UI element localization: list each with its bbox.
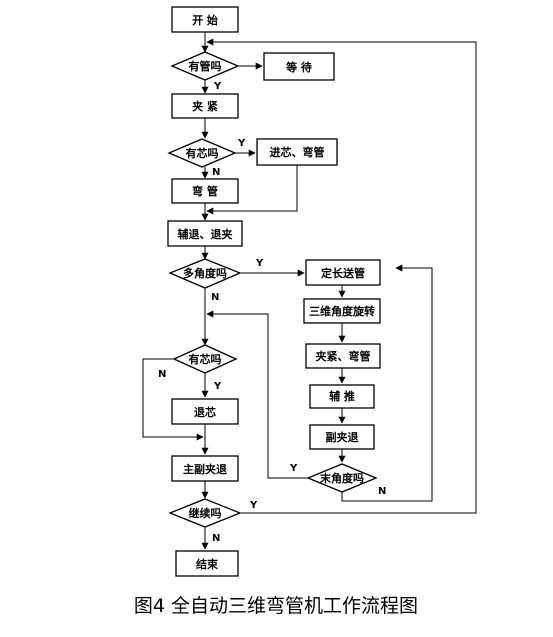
node-fixed-feed: 定长送管 (305, 259, 381, 286)
label-has-pipe-yes: Y (213, 81, 222, 92)
label-last-angle-yes: Y (289, 463, 298, 474)
decision-last-angle-label: 末角度吗 (319, 471, 364, 485)
figure-caption: 图4 全自动三维弯管机工作流程图 (134, 595, 418, 617)
label-multi-angle-no: N (211, 292, 219, 303)
arrow-last-angle-yes-loop (206, 310, 310, 479)
node-aux-release-label: 辅退、退夹 (178, 227, 233, 241)
node-end: 结束 (175, 550, 239, 577)
branch-labels: Y Y N Y N N Y Y N Y N (158, 81, 386, 544)
decision-multi-angle: 多角度吗 (168, 258, 242, 289)
decision-continue: 继续吗 (168, 498, 242, 528)
node-clamp-label: 夹 紧 (192, 99, 218, 113)
node-main-sub-release: 主副夹退 (171, 455, 239, 482)
node-main-sub-release-label: 主副夹退 (183, 462, 227, 476)
arrow-has-core-2-no-bypass (142, 358, 204, 441)
node-clamp: 夹 紧 (171, 93, 239, 119)
label-last-angle-no: N (378, 486, 386, 497)
node-start-label: 开 始 (192, 13, 218, 27)
connectors (142, 32, 477, 550)
node-bend-label: 弯 管 (192, 184, 218, 198)
decision-has-pipe: 有管吗 (170, 51, 240, 81)
decision-has-core-label: 有芯吗 (186, 146, 219, 160)
label-multi-angle-yes: Y (255, 258, 264, 269)
node-wait-label: 等 待 (285, 60, 312, 74)
decision-continue-label: 继续吗 (189, 506, 222, 520)
decision-has-core-2-label: 有芯吗 (189, 352, 222, 366)
node-start: 开 始 (171, 6, 239, 33)
label-has-core-2-no: N (158, 369, 166, 380)
label-has-core-no: N (212, 167, 220, 178)
node-aux-push-label: 辅 推 (329, 389, 355, 403)
node-bend: 弯 管 (171, 178, 239, 204)
node-end-label: 结束 (195, 557, 219, 571)
label-continue-no: N (212, 533, 220, 544)
decision-has-pipe-label: 有管吗 (189, 59, 222, 73)
label-has-core-yes: Y (237, 138, 246, 149)
arrow-last-angle-no-loop (341, 264, 433, 502)
node-wait: 等 待 (263, 52, 335, 81)
node-rotate-3d-label: 三维角度旋转 (309, 304, 375, 318)
node-clamp-bend-label: 夹紧、弯管 (316, 349, 371, 363)
node-fixed-feed-label: 定长送管 (321, 266, 365, 280)
node-insert-core-bend-label: 进芯、弯管 (270, 145, 325, 159)
node-clamp-bend: 夹紧、弯管 (305, 343, 381, 369)
node-sub-clamp-release-label: 副夹退 (326, 430, 359, 444)
node-aux-push: 辅 推 (309, 384, 375, 409)
arrow-insert-core-merge (206, 165, 298, 215)
decision-has-core: 有芯吗 (167, 138, 237, 168)
node-rotate-3d: 三维角度旋转 (303, 298, 381, 324)
label-has-core-2-yes: Y (213, 381, 222, 392)
node-withdraw-core-label: 退芯 (194, 405, 216, 419)
node-withdraw-core: 退芯 (171, 398, 239, 425)
node-aux-release: 辅退、退夹 (167, 220, 243, 247)
node-insert-core-bend: 进芯、弯管 (256, 138, 338, 166)
decision-has-core-2: 有芯吗 (172, 344, 238, 374)
arrow-continue-yes-loop (206, 38, 477, 514)
decision-last-angle: 末角度吗 (306, 463, 378, 493)
decision-multi-angle-label: 多角度吗 (183, 266, 227, 280)
node-sub-clamp-release: 副夹退 (309, 424, 375, 450)
label-continue-yes: Y (249, 500, 258, 511)
